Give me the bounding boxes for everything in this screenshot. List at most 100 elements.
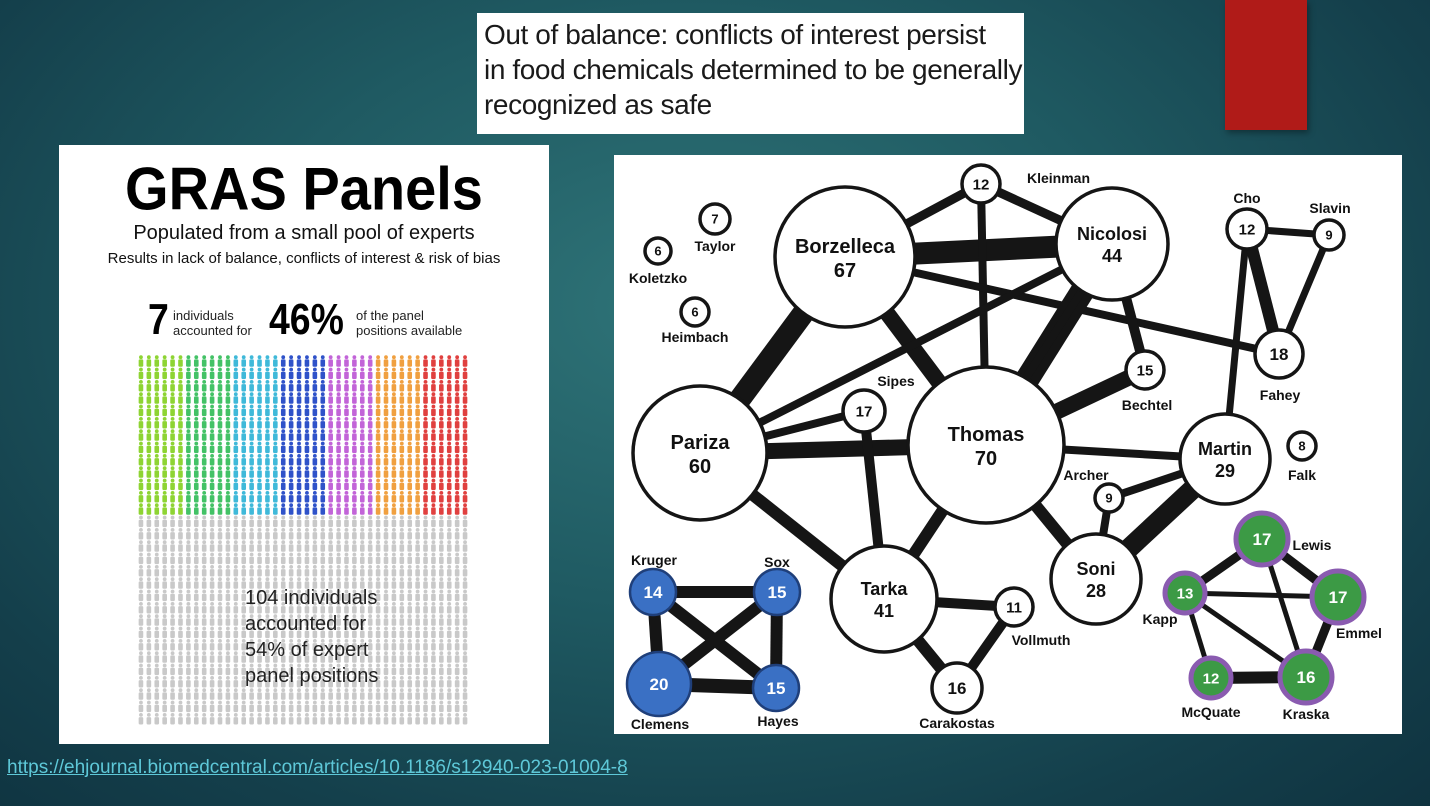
person-icon xyxy=(328,466,333,478)
person-icon xyxy=(312,404,318,417)
person-icon xyxy=(462,355,468,367)
person-icon xyxy=(162,589,167,602)
person-icon xyxy=(383,355,389,367)
person-icon xyxy=(446,688,452,700)
person-icon xyxy=(391,416,397,429)
person-icon xyxy=(399,355,405,367)
person-icon xyxy=(320,392,326,404)
person-icon xyxy=(439,688,444,700)
person-icon xyxy=(162,663,167,676)
person-icon xyxy=(280,700,286,713)
person-icon xyxy=(217,379,223,392)
person-icon xyxy=(423,663,428,676)
person-icon xyxy=(178,478,183,491)
person-icon xyxy=(462,453,468,466)
person-icon xyxy=(462,416,468,429)
person-icon xyxy=(257,355,262,367)
person-icon xyxy=(320,540,326,552)
person-icon xyxy=(280,589,286,602)
node-label: Kraska xyxy=(1283,706,1330,722)
person-icon xyxy=(328,478,333,491)
person-icon xyxy=(217,663,223,676)
person-icon xyxy=(446,564,452,577)
person-icon xyxy=(304,540,310,552)
person-icon xyxy=(407,392,413,404)
person-icon xyxy=(170,589,175,602)
person-icon xyxy=(257,379,262,392)
person-icon xyxy=(217,392,223,404)
person-icon xyxy=(209,601,215,614)
person-icon xyxy=(154,515,160,528)
person-icon xyxy=(217,601,223,614)
person-icon xyxy=(193,515,199,528)
person-icon xyxy=(359,552,365,565)
person-icon xyxy=(186,379,191,392)
person-icon xyxy=(265,503,270,515)
person-icon xyxy=(162,614,167,626)
person-icon xyxy=(162,577,167,589)
person-icon xyxy=(352,490,357,503)
person-icon xyxy=(446,626,452,639)
person-icon xyxy=(328,651,333,663)
person-icon xyxy=(439,355,444,367)
person-icon xyxy=(336,700,341,713)
person-icon xyxy=(359,614,365,626)
person-icon xyxy=(170,379,175,392)
person-icon xyxy=(273,577,278,589)
person-icon xyxy=(217,540,223,552)
person-icon xyxy=(249,638,254,651)
person-icon xyxy=(201,626,207,639)
person-icon xyxy=(320,552,326,565)
person-icon xyxy=(415,651,420,663)
person-icon xyxy=(162,490,167,503)
person-icon xyxy=(288,712,294,725)
person-icon xyxy=(233,540,239,552)
person-icon xyxy=(415,453,420,466)
person-icon xyxy=(154,490,160,503)
person-icon xyxy=(375,404,381,417)
person-icon xyxy=(193,712,199,725)
person-icon xyxy=(344,404,349,417)
person-icon xyxy=(367,614,373,626)
person-icon xyxy=(296,478,302,491)
person-icon xyxy=(257,651,262,663)
person-icon xyxy=(359,367,365,380)
person-icon xyxy=(193,552,199,565)
person-icon xyxy=(193,675,199,688)
person-icon xyxy=(296,527,302,540)
person-icon xyxy=(344,453,349,466)
person-icon xyxy=(415,490,420,503)
person-icon xyxy=(296,441,302,454)
person-icon xyxy=(241,416,247,429)
person-icon xyxy=(170,515,175,528)
person-icon xyxy=(209,379,215,392)
person-icon xyxy=(280,564,286,577)
person-icon xyxy=(399,404,405,417)
person-icon xyxy=(446,638,452,651)
node-value: 7 xyxy=(711,212,718,227)
source-link[interactable]: https://ehjournal.biomedcentral.com/arti… xyxy=(7,757,628,778)
person-icon xyxy=(201,527,207,540)
person-icon xyxy=(225,663,231,676)
person-icon xyxy=(367,638,373,651)
stat-individuals-value: 7 xyxy=(148,295,169,344)
person-icon xyxy=(265,478,270,491)
person-icon xyxy=(288,453,294,466)
person-icon xyxy=(344,601,349,614)
person-icon xyxy=(186,700,191,713)
person-icon xyxy=(304,614,310,626)
person-icon xyxy=(359,466,365,478)
person-icon xyxy=(233,503,239,515)
person-icon xyxy=(415,527,420,540)
person-icon xyxy=(446,379,452,392)
person-icon xyxy=(209,478,215,491)
person-icon xyxy=(265,577,270,589)
person-icon xyxy=(407,614,413,626)
person-icon xyxy=(328,712,333,725)
person-icon xyxy=(280,626,286,639)
person-icon xyxy=(154,577,160,589)
person-icon xyxy=(249,503,254,515)
person-icon xyxy=(241,453,247,466)
node-circle xyxy=(1188,655,1234,701)
